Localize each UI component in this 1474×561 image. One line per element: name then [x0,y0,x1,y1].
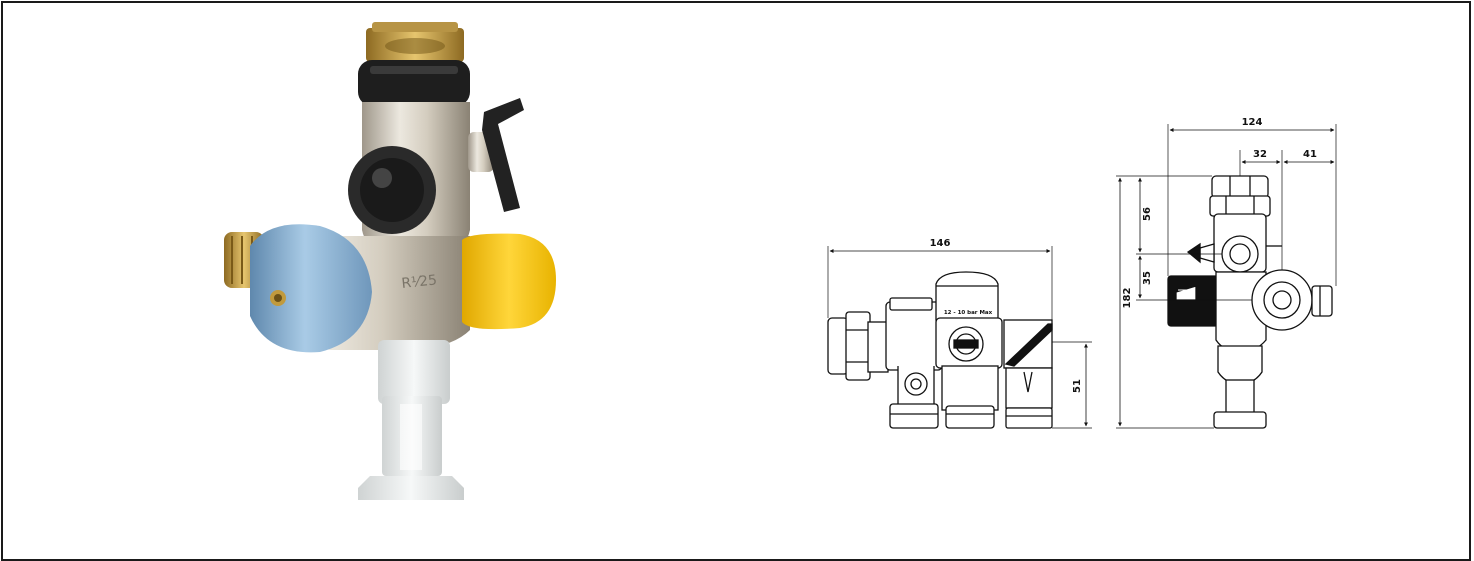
dim-label-35: 35 [1142,271,1153,285]
dim-label-41: 41 [1303,149,1317,160]
side-base [1213,411,1267,429]
body-marking: R⅟25 [401,272,438,292]
product-photo: R⅟25 [224,22,556,500]
white-funnel-upper [378,340,450,404]
lever-handle [482,98,524,212]
front-left-nut [827,317,849,375]
dim-label-56: 56 [1142,207,1153,221]
side-view-dimensions: 124 32 41 56 35 182 [1118,117,1335,427]
dim-label-124: 124 [1242,117,1263,128]
side-black-knob [1167,275,1219,327]
front-top-dome [935,271,999,321]
figure-canvas: R⅟25 [224,22,1337,500]
yellow-cap [462,233,556,330]
front-view-drawing [827,246,1092,429]
dim-label-51: 51 [1072,379,1083,393]
side-top-nut [1211,175,1269,199]
blue-pressure-knob [250,224,372,353]
white-funnel-base [358,476,464,500]
front-housing [885,301,943,371]
dim-label-146: 146 [930,238,951,249]
pressure-label: 12 - 10 bar Max [944,310,993,316]
dim-label-32: 32 [1253,149,1267,160]
dim-label-182: 182 [1122,288,1133,309]
side-view-drawing [1116,124,1337,429]
front-view-dimensions: 146 51 12 - 10 bar Max [829,238,1088,427]
